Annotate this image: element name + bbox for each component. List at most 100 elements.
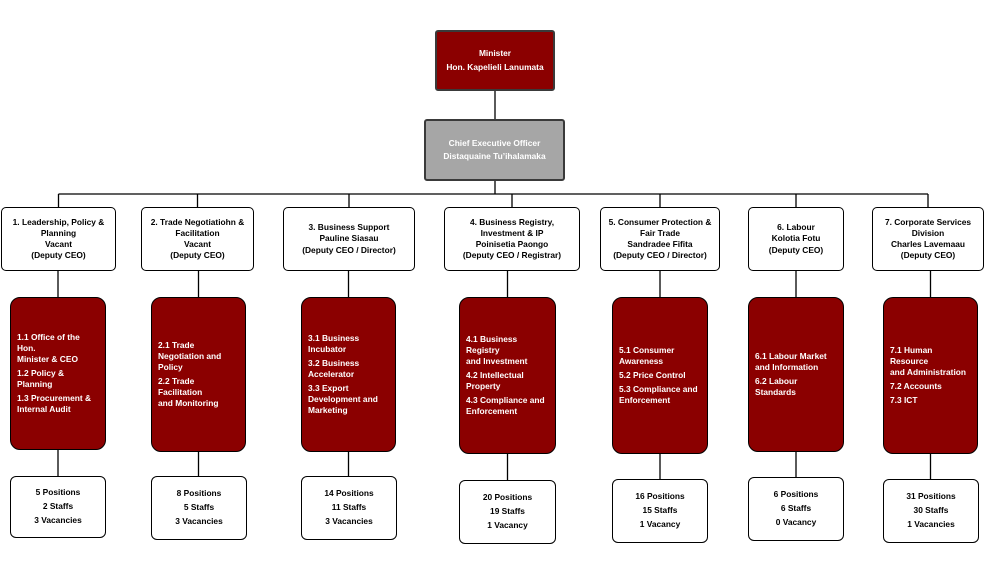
staffs-count: 2 Staffs: [42, 501, 74, 512]
positions-count: 31 Positions: [906, 491, 956, 502]
function-line: and Information: [755, 361, 819, 372]
function-line: 7.3 ICT: [890, 395, 918, 406]
function-line: 1.3 Procurement &: [17, 393, 92, 404]
division-head-line: (Deputy CEO / Director): [613, 250, 707, 261]
function-line: 4.3 Compliance and: [466, 395, 545, 406]
division-head-line: Fair Trade: [639, 227, 681, 238]
division-head-line: 7. Corporate Services: [884, 216, 972, 227]
vacancies-count: 1 Vacancies: [907, 518, 955, 529]
ceo-name: Distaquaine Tu’ihalamaka: [443, 151, 546, 161]
division-head-line: 2. Trade Negotiatiohn &: [150, 216, 245, 227]
function-line: 5.3 Compliance and: [619, 384, 698, 395]
division-head-line: (Deputy CEO): [170, 250, 225, 261]
staffs-count: 30 Staffs: [913, 505, 949, 516]
vacancies-count: 1 Vacancy: [639, 518, 681, 529]
division-head-line: 1. Leadership, Policy &: [12, 216, 105, 227]
staffs-count: 5 Staffs: [183, 502, 215, 513]
function-line: Negotiation and: [158, 350, 222, 361]
positions-count: 20 Positions: [482, 492, 533, 503]
function-line: Enforcement: [619, 395, 671, 406]
staffs-count: 11 Staffs: [331, 502, 367, 513]
minister-name: Hon. Kapelieli Lanumata: [446, 61, 544, 72]
function-line: 3.3 Export: [308, 383, 349, 394]
division-head-line: Sandradee Fifita: [627, 239, 693, 249]
ceo-title: Chief Executive Officer: [448, 137, 541, 148]
function-line: Property: [466, 381, 501, 392]
division-head-line: Division: [911, 227, 945, 238]
division-head-line: 6. Labour: [777, 222, 815, 233]
positions-count: 16 Positions: [635, 491, 685, 502]
staffs-count: 6 Staffs: [780, 503, 812, 514]
function-line: Enforcement: [466, 406, 518, 417]
division-head-line: Charles Lavemaau: [890, 239, 966, 249]
division-6-staffing: 6 Positions 6 Staffs 0 Vacancy: [748, 477, 844, 541]
function-line: 5.2 Price Control: [619, 369, 686, 380]
function-line: 3.1 Business: [308, 332, 360, 343]
function-line: 2.2 Trade Facilitation: [158, 376, 203, 398]
function-line: 6.1 Labour Market: [755, 350, 827, 361]
positions-count: 5 Positions: [35, 487, 81, 498]
division-head-line: Vacant: [183, 239, 211, 249]
division-head-line: Poinisetia Paongo: [475, 239, 549, 249]
function-line: Development and: [308, 394, 378, 405]
division-head-line: 4. Business Registry,: [469, 216, 555, 227]
function-line: Incubator: [308, 343, 347, 354]
division-head-line: Planning: [40, 227, 77, 238]
positions-count: 6 Positions: [773, 489, 819, 500]
function-line: 1.1 Office of the Hon.: [17, 331, 80, 353]
division-head-line: Kolotia Fotu: [771, 233, 821, 244]
function-line: and Administration: [890, 366, 966, 377]
function-line: Internal Audit: [17, 404, 71, 415]
function-line: and Monitoring: [158, 398, 219, 409]
function-line: Awareness: [619, 355, 664, 366]
function-line: 1.2 Policy & Planning: [17, 367, 65, 390]
division-head-line: 5. Consumer Protection &: [608, 216, 712, 227]
staffs-count: 19 Staffs: [490, 506, 525, 517]
function-line: 3.2 Business: [308, 357, 360, 368]
division-1-staffing: 5 Positions 2 Staffs 3 Vacancies: [10, 476, 106, 538]
function-line: 4.2 Intellectual: [466, 369, 524, 380]
function-line: 7.2 Accounts: [890, 381, 942, 392]
function-line: 7.1 Human Resource: [890, 344, 933, 366]
function-line: 5.1 Consumer: [619, 344, 675, 355]
positions-count: 8 Positions: [176, 488, 222, 499]
ceo-box: Chief Executive Officer Distaquaine Tu’i…: [424, 119, 565, 181]
minister-box: Minister Hon. Kapelieli Lanumata: [435, 30, 555, 91]
minister-title: Minister: [478, 48, 512, 59]
function-line: 4.1 Business Registry: [466, 333, 518, 355]
function-line: 6.2 Labour Standards: [755, 376, 798, 398]
division-head-line: (Deputy CEO): [31, 250, 86, 261]
division-7-staffing: 31 Positions 30 Staffs 1 Vacancies: [883, 479, 979, 543]
function-line: 2.1 Trade: [158, 339, 195, 350]
division-head-line: Facilitation: [175, 227, 220, 238]
division-2-staffing: 8 Positions 5 Staffs 3 Vacancies: [151, 476, 247, 540]
division-head-line: Pauline Siasau: [319, 233, 379, 244]
division-head-line: 3. Business Support: [308, 222, 390, 233]
positions-count: 14 Positions: [324, 488, 374, 499]
division-head-line: (Deputy CEO / Director): [302, 244, 396, 255]
vacancies-count: 1 Vacancy: [487, 519, 528, 530]
division-head-line: (Deputy CEO / Registrar): [462, 250, 562, 261]
vacancies-count: 3 Vacancies: [34, 514, 82, 525]
staffs-count: 15 Staffs: [642, 505, 678, 516]
division-head-line: (Deputy CEO): [900, 250, 956, 261]
vacancies-count: 3 Vacancies: [175, 515, 223, 526]
vacancies-count: 0 Vacancy: [775, 516, 817, 527]
